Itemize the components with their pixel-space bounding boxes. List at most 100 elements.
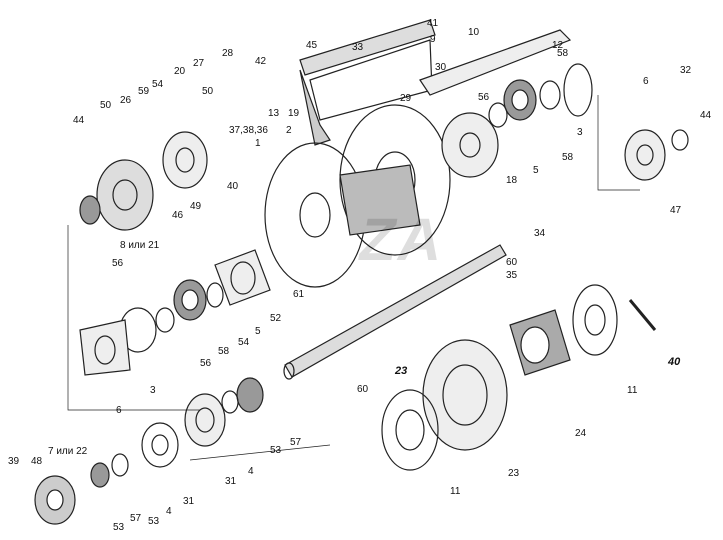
callout-34: 34 (534, 228, 546, 239)
callout-29: 29 (400, 93, 412, 104)
plate-lower (381, 389, 439, 471)
callout-33: 33 (352, 42, 364, 53)
seal-left (79, 195, 101, 225)
flange-4-lower (141, 422, 179, 468)
callout-60: 60 (506, 257, 518, 268)
callout-4: 4 (166, 506, 172, 517)
assembly-line (597, 95, 640, 191)
callout-59: 59 (138, 86, 150, 97)
ring-mid (206, 282, 224, 308)
flange-7 (34, 475, 76, 525)
hub-housing-right (441, 112, 499, 178)
callout-23: 23 (508, 468, 520, 479)
bearing-mid (173, 279, 207, 321)
callout-47: 47 (670, 205, 682, 216)
callout-5: 5 (533, 165, 539, 176)
ring-gear (422, 339, 508, 451)
callout-10: 10 (468, 27, 480, 38)
callout-30: 30 (435, 62, 447, 73)
plate-right (572, 284, 618, 356)
callout-54: 54 (238, 337, 250, 348)
callout-44: 44 (700, 110, 712, 121)
callout-8-or-21: 8 или 21 (120, 240, 160, 251)
callout-6: 6 (116, 405, 122, 416)
callout-48: 48 (31, 456, 43, 467)
callout-53: 53 (148, 516, 160, 527)
callout-50: 50 (202, 86, 214, 97)
callout-46: 46 (172, 210, 184, 221)
callout-50: 50 (100, 100, 112, 111)
callout-56: 56 (112, 258, 124, 269)
callout-58: 58 (562, 152, 574, 163)
callout-44: 44 (73, 115, 85, 126)
callout-4: 4 (248, 466, 254, 477)
flange-4 (184, 393, 226, 447)
callout-61: 61 (293, 289, 305, 300)
callout-2: 2 (286, 125, 292, 136)
ring-small-upper (488, 102, 508, 128)
callout-53: 53 (113, 522, 125, 533)
callout-56: 56 (200, 358, 212, 369)
bearing-upper (503, 79, 537, 121)
callout-49: 49 (190, 201, 202, 212)
callout-52: 52 (270, 313, 282, 324)
callout-19: 19 (288, 108, 300, 119)
ring-53 (221, 390, 239, 414)
ring-56-mid (155, 307, 175, 333)
flange-left-top (162, 131, 208, 189)
callout-11: 11 (450, 486, 461, 497)
callout-26: 26 (120, 95, 132, 106)
callout-32: 32 (680, 65, 692, 76)
ring-57-lower (111, 453, 129, 477)
callout-39: 39 (8, 456, 20, 467)
callout-54: 54 (152, 79, 164, 90)
callout-9: 9 (430, 34, 436, 45)
callout-18: 18 (506, 175, 518, 186)
callout-56: 56 (478, 92, 490, 103)
callout-57: 57 (290, 437, 302, 448)
hub-drum (339, 164, 421, 236)
ring-right (671, 129, 689, 151)
callout-31: 31 (183, 496, 195, 507)
callout-40: 40 (668, 356, 681, 368)
callout-27: 27 (193, 58, 205, 69)
guide-rail (419, 29, 572, 96)
callout-31: 31 (225, 476, 237, 487)
frame-beam (299, 19, 436, 146)
hub-flange-mid (214, 249, 271, 306)
callout-7-or-22: 7 или 22 (48, 446, 88, 457)
flange-right (624, 129, 666, 181)
callout-42: 42 (255, 56, 267, 67)
callout-57: 57 (130, 513, 142, 524)
callout-40: 40 (227, 181, 239, 192)
assembly-line (189, 444, 331, 461)
axle-shaft (283, 244, 507, 380)
callout-45: 45 (306, 40, 318, 51)
cap-lower-left (79, 319, 131, 376)
callout-5: 5 (255, 326, 261, 337)
gear-hub (509, 309, 571, 376)
callout-28: 28 (222, 48, 234, 59)
callout-37-38-36: 37,38,36 (229, 125, 268, 136)
callout-53: 53 (270, 445, 282, 456)
callout-58: 58 (218, 346, 230, 357)
ring-53-lower (90, 462, 110, 488)
callout-20: 20 (174, 66, 186, 77)
ring-upper (539, 80, 561, 110)
seal-upper (563, 63, 593, 117)
bearing-57 (236, 377, 264, 413)
callout-13: 13 (268, 108, 280, 119)
callout-24: 24 (575, 428, 587, 439)
callout-6: 6 (643, 76, 649, 87)
callout-41: 41 (427, 18, 439, 29)
callout-23: 23 (395, 365, 408, 377)
callout-1: 1 (255, 138, 261, 149)
callout-11: 11 (627, 385, 638, 396)
callout-58: 58 (557, 48, 569, 59)
watermark: ZA (354, 206, 450, 273)
callout-35: 35 (506, 270, 518, 281)
bolt-40 (628, 299, 657, 331)
end-cap-left (96, 159, 154, 231)
